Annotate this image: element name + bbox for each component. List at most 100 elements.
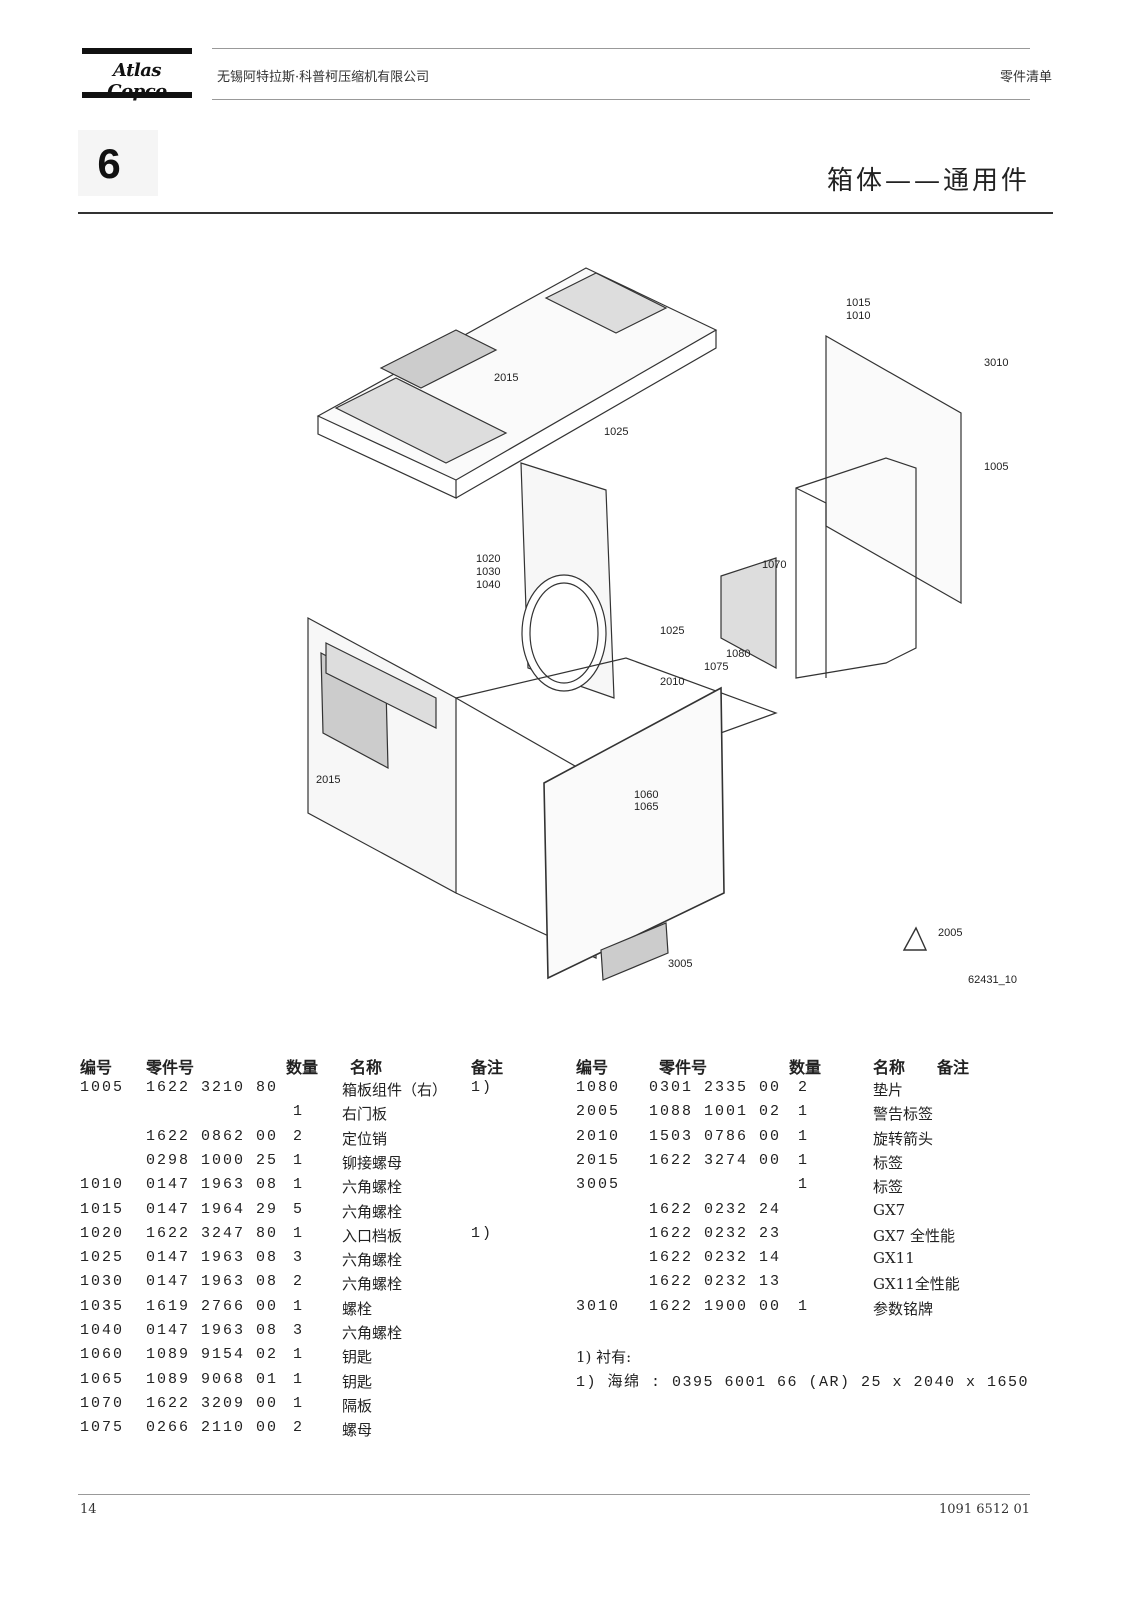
table-cell-qty: 1 [798,1297,810,1315]
col-header-part: 零件号 [659,1058,708,1077]
table-cell-qty: 1 [293,1103,305,1121]
callout: 2015 [494,372,518,384]
callout: 1010 [846,310,870,322]
callout: 1040 [476,579,500,591]
table-cell-part: 0301 2335 00 [649,1079,782,1096]
table-cell-part: 0147 1963 08 [146,1322,279,1339]
table-cell-qty: 1 [293,1370,305,1388]
col-header-part: 零件号 [146,1058,195,1077]
logo-bar-bottom [82,92,192,98]
table-cell-part: 1622 3247 80 [146,1224,279,1242]
callout: 3010 [984,357,1008,369]
section-number: 6 [97,140,121,187]
table-cell-name: 警告标签 [873,1105,934,1124]
page-number: 14 [80,1502,97,1517]
table-cell-qty: 1 [798,1103,810,1121]
fan-ring-inner [529,582,599,684]
col-header-name: 名称 [873,1058,906,1077]
table-cell-qty: 1 [798,1127,810,1145]
table-cell-part: 1622 0232 23 [649,1224,782,1242]
section-title-rule [78,212,1053,214]
table-cell-qty: 1 [293,1346,305,1364]
table-cell-no: 2015 [576,1151,621,1169]
note-line: 1) 衬有: [576,1348,632,1366]
document-type: 零件清单 [999,70,1052,85]
table-cell-part: 0147 1964 29 [146,1200,279,1218]
table-cell-no: 1010 [80,1176,125,1194]
table-cell-qty: 2 [293,1419,305,1437]
table-cell-no: 2010 [576,1127,621,1145]
table-cell-name: 六角螺栓 [342,1275,403,1294]
table-cell-qty: 3 [293,1249,305,1267]
callout: 1070 [762,559,786,571]
callout: 3005 [668,958,692,970]
table-cell-part: 1503 0786 00 [649,1127,782,1145]
table-cell-part: 1622 0232 13 [649,1273,782,1291]
roof-grille-front [334,377,508,464]
table-cell-qty: 5 [293,1200,305,1218]
table-cell-no: 1075 [80,1419,125,1437]
note-line: 1) 海绵 : 0395 6001 66 (AR) 25 x 2040 x 16… [576,1374,1030,1391]
cubicle-box [795,457,917,679]
callout: 1025 [660,625,684,637]
drawing-svg: 1015 1010 3010 2015 1025 1005 1020 1030 … [307,267,1017,986]
callout: 1075 [704,661,728,673]
table-cell-part: 0147 1963 08 [146,1249,279,1267]
roof-grille-rear [544,272,668,334]
header-rule-bottom [212,99,1030,100]
table-cell-part: 1622 0232 14 [649,1249,782,1267]
fan-ring [521,574,607,692]
roof-label-2015 [379,329,498,389]
drawing-reference: 62431_10 [968,974,1017,986]
table-cell-name: 六角螺栓 [342,1324,403,1342]
table-cell-part: 1622 0862 00 [146,1127,279,1145]
table-cell-part: 1089 9068 01 [146,1370,279,1388]
table-cell-name: GX7 全性能 [873,1226,955,1245]
callout: 1020 [476,553,500,565]
table-cell-qty: 1 [293,1297,305,1315]
table-cell-name: 标签 [873,1178,904,1197]
roof-panel-side [455,330,717,499]
col-header-note: 备注 [471,1058,504,1077]
table-cell-name: 入口档板 [342,1226,403,1245]
table-cell-name: 右门板 [342,1105,388,1124]
col-header-name: 名称 [350,1058,383,1077]
table-cell-name: 螺母 [342,1421,373,1440]
table-cell-no: 1040 [80,1322,125,1339]
callout: 1080 [726,648,750,660]
table-cell-part: 1622 3210 80 [146,1079,279,1096]
table-cell-no: 1065 [80,1370,125,1388]
table-cell-no: 3010 [576,1297,621,1315]
callout: 1065 [634,801,658,813]
col-header-no: 编号 [576,1058,609,1077]
table-cell-part: 1622 1900 00 [649,1297,782,1315]
atlas-copco-logo: Atlas Copco [82,48,192,102]
table-cell-name: GX11全性能 [873,1275,960,1294]
col-header-no: 编号 [80,1058,113,1077]
table-cell-no: 1015 [80,1200,125,1218]
table-cell-name: 箱板组件（右） [342,1081,448,1099]
section-title: 箱体——通用件 [826,166,1030,196]
rear-panel [825,334,962,605]
table-cell-no: 1030 [80,1273,125,1291]
table-cell-name: 六角螺栓 [342,1251,403,1270]
company-name: 无锡阿特拉斯·科普柯压缩机有限公司 [217,70,430,85]
table-cell-part: 0147 1963 08 [146,1273,279,1291]
callout: 2005 [938,927,962,939]
table-cell-name: 钥匙 [342,1372,373,1391]
table-cell-name: GX7 [873,1200,906,1219]
table-cell-no: 1020 [80,1224,125,1242]
table-cell-no: 1060 [80,1346,125,1364]
section-number-box [78,130,158,196]
table-cell-no: 3005 [576,1176,621,1194]
table-cell-qty: 2 [293,1127,305,1145]
callout: 2015 [316,774,340,786]
table-cell-qty: 1 [293,1176,305,1194]
table-cell-no: 1080 [576,1079,621,1096]
table-cell-name: 螺栓 [342,1299,373,1318]
col-header-qty: 数量 [286,1058,319,1077]
table-cell-name: 垫片 [873,1081,904,1099]
table-cell-part: 0147 1963 08 [146,1176,279,1194]
table-cell-qty: 1 [293,1151,305,1169]
callout: 2010 [660,676,684,688]
